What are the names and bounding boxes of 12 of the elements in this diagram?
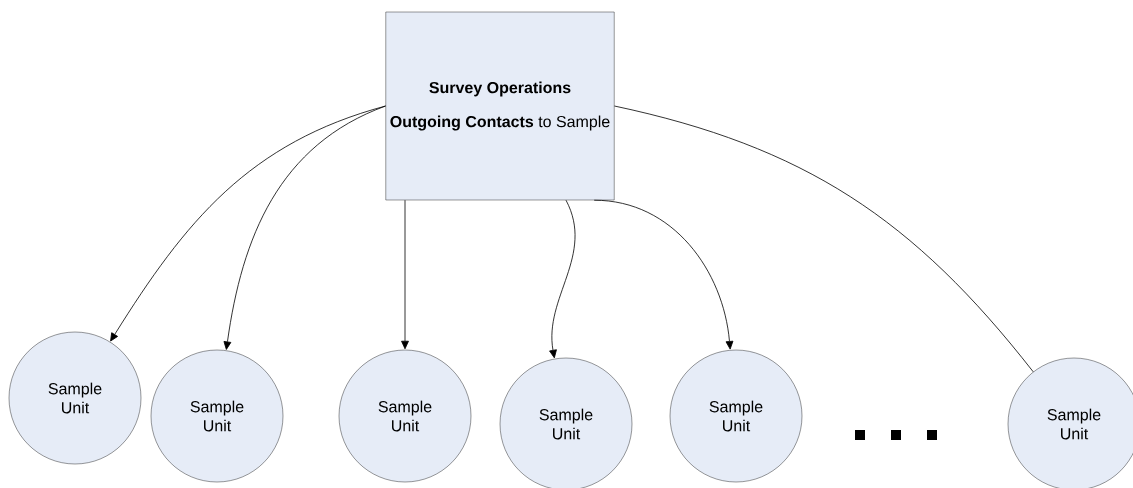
circle-node: Sample Unit <box>669 349 803 483</box>
arrow <box>110 105 386 342</box>
arrow <box>401 199 409 350</box>
arrow <box>593 199 734 350</box>
circle-node: Sample Unit <box>8 331 142 465</box>
process-box: Survey Operations Outgoing Contacts to Sample <box>385 11 615 201</box>
circle-node: Sample Unit <box>150 349 284 483</box>
circle-node: Sample Unit <box>499 357 633 488</box>
circle-node: Sample Unit <box>338 349 472 483</box>
arrow <box>549 199 576 359</box>
circle-node: Sample Unit <box>1007 357 1133 488</box>
arrow <box>223 105 386 350</box>
